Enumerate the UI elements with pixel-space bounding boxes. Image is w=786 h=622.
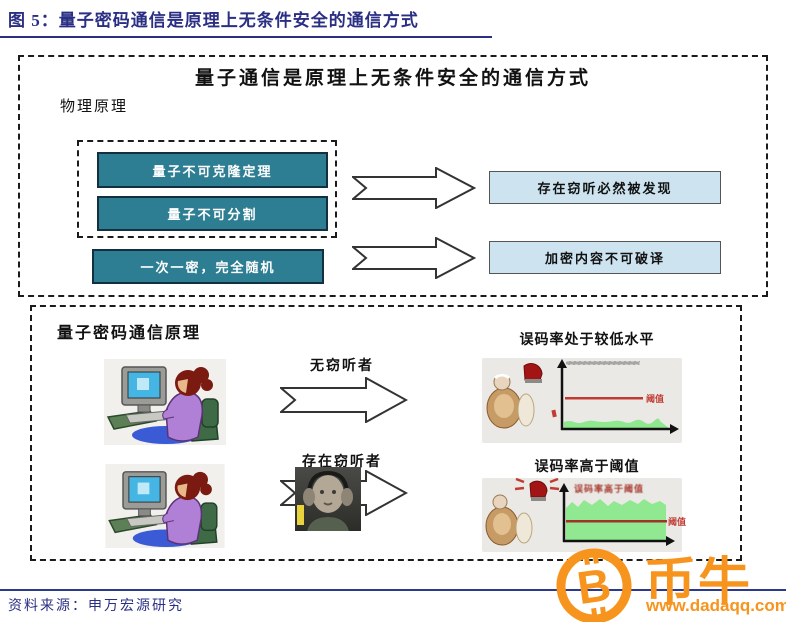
flow-label-no-eavesdropper: 无窃听者: [310, 359, 374, 374]
threshold-label: 阈值: [646, 394, 665, 404]
footer-rule: [0, 589, 786, 591]
block-arrow-icon: [352, 167, 476, 209]
bitcoin-logo-icon: B: [556, 548, 632, 622]
source-note: 资料来源：申万宏源研究: [8, 599, 184, 614]
result-box-eavesdrop-detected: 存在窃听必然被发现: [489, 171, 721, 204]
one-time-pad-box: 一次一密，完全随机: [92, 249, 324, 284]
computer-user-image: [105, 464, 225, 548]
svg-text:B: B: [574, 558, 614, 614]
eavesdropper-image: [295, 467, 361, 531]
error-rate-chart-high: 误码率高于阈值 阈值: [482, 478, 686, 552]
watermark: B 币牛牛 www.dadaqq.com: [548, 544, 786, 622]
caption-underline: [0, 36, 492, 38]
block-arrow-icon: [280, 377, 408, 423]
panel-title: 量子密码通信原理: [57, 325, 202, 342]
qkd-principle-panel: 量子密码通信原理: [30, 305, 742, 561]
figure-caption: 图 5：量子密码通信是原理上无条件安全的通信方式: [8, 11, 419, 30]
quantum-principles-group: 量子不可克隆定理 量子不可分割: [77, 140, 337, 238]
principle-box-no-cloning: 量子不可克隆定理: [97, 152, 328, 188]
error-rate-chart-low: 阈值: [482, 358, 682, 443]
chart-title-low-error: 误码率处于较低水平: [519, 333, 655, 348]
principle-box-indivisible: 量子不可分割: [97, 196, 328, 231]
physical-principle-panel: 量子通信是原理上无条件安全的通信方式 物理原理 量子不可克隆定理 量子不可分割 …: [18, 55, 768, 297]
computer-user-image: [104, 359, 226, 445]
watermark-brand: 币牛牛: [644, 554, 753, 612]
chart-canvas: [485, 478, 675, 546]
chart-inner-label: 误码率高于阈值: [574, 484, 645, 494]
chart-title-high-error: 误码率高于阈值: [534, 460, 640, 475]
panel-title: 量子通信是原理上无条件安全的通信方式: [194, 68, 591, 89]
section-label: 物理原理: [60, 99, 129, 115]
flow-label-with-eavesdropper: 存在窃听者: [302, 455, 382, 470]
chart-canvas: [486, 359, 679, 434]
watermark-url: www.dadaqq.com: [646, 596, 786, 615]
block-arrow-icon: [352, 237, 476, 279]
result-box-unbreakable: 加密内容不可破译: [489, 241, 721, 274]
threshold-label: 阈值: [668, 517, 687, 527]
